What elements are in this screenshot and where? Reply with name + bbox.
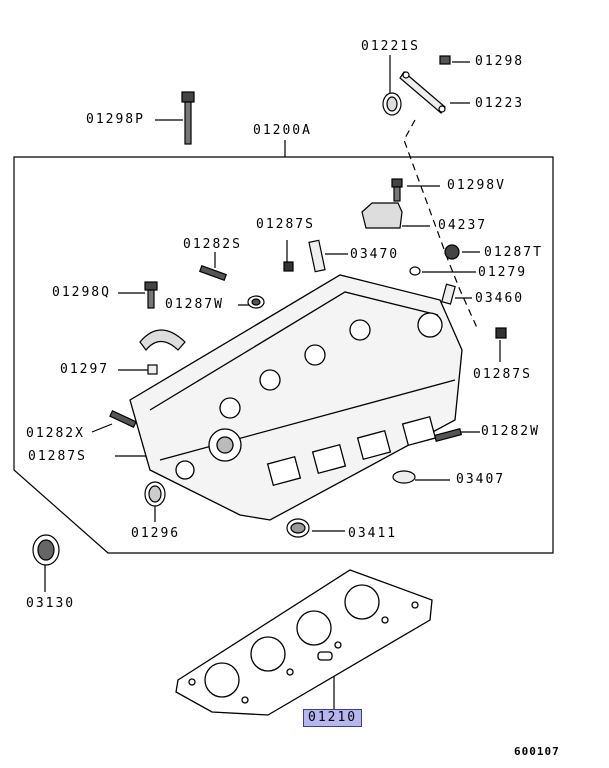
callout-03407: 03407 [456,472,506,487]
callout-01297: 01297 [60,362,110,377]
callout-01287S-top: 01287S [256,217,315,232]
callout-01210-highlighted[interactable]: 01210 [303,709,363,727]
assembly-frame [13,156,554,554]
callout-01287T: 01287T [484,245,543,260]
callout-01287S-left: 01287S [28,449,87,464]
callout-01223: 01223 [475,96,525,111]
callout-01282S: 01282S [183,237,242,252]
callout-01221S: 01221S [361,39,420,54]
callout-01200A: 01200A [253,123,312,138]
callout-03411: 03411 [348,526,398,541]
head-gasket [175,569,433,716]
callout-04237: 04237 [438,218,488,233]
callout-03470: 03470 [350,247,400,262]
callout-01279: 01279 [478,265,528,280]
callout-03130: 03130 [26,596,76,611]
callout-01282W: 01282W [481,424,540,439]
callout-01287S-right: 01287S [473,367,532,382]
callout-01298: 01298 [475,54,525,69]
callout-01298Q: 01298Q [52,285,111,300]
callout-01282X: 01282X [26,426,85,441]
diagram-code: 600107 [514,745,560,758]
callout-01298P: 01298P [86,112,145,127]
callout-01296: 01296 [131,526,181,541]
callout-03460: 03460 [475,291,525,306]
cylinder-head [129,274,463,521]
callout-01298V: 01298V [447,178,506,193]
callout-01287W: 01287W [165,297,224,312]
